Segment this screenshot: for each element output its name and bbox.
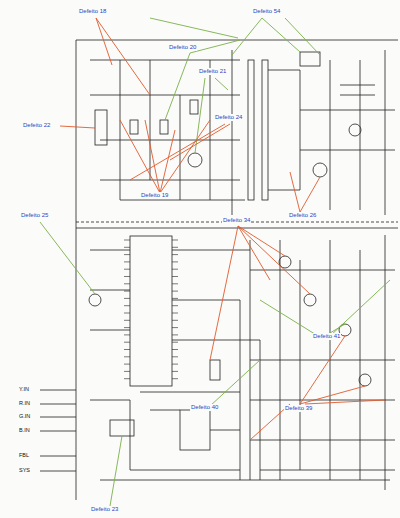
callout-label: Defeito 26 [288,212,317,219]
signal-label: B.IN [18,427,31,434]
callout-label: Defeito 40 [190,404,219,411]
callout-label: Defeito 25 [20,212,49,219]
schematic-wiring [40,40,398,500]
callout-label: Defeito 41 [312,333,341,340]
signal-label: SYS [18,467,31,474]
callout-label: Defeito 18 [78,8,107,15]
callout-label: Defeito 19 [140,192,169,199]
callout-label: Defeito 34 [222,217,251,224]
signal-label: R.IN [18,400,31,407]
ic-pins [124,240,178,379]
signal-label: FBL [18,452,30,459]
callout-label: Defeito 39 [284,405,313,412]
callout-label: Defeito 24 [214,114,243,121]
callout-label: Defeito 23 [90,506,119,513]
callout-label: Defeito 22 [22,122,51,129]
signal-label: Y.IN [18,386,30,393]
callout-label: Defeito 20 [168,44,197,51]
signal-label: G.IN [18,413,31,420]
callout-label: Defeito 54 [252,8,281,15]
leader-lines [40,18,390,506]
callout-label: Defeito 21 [198,68,227,75]
